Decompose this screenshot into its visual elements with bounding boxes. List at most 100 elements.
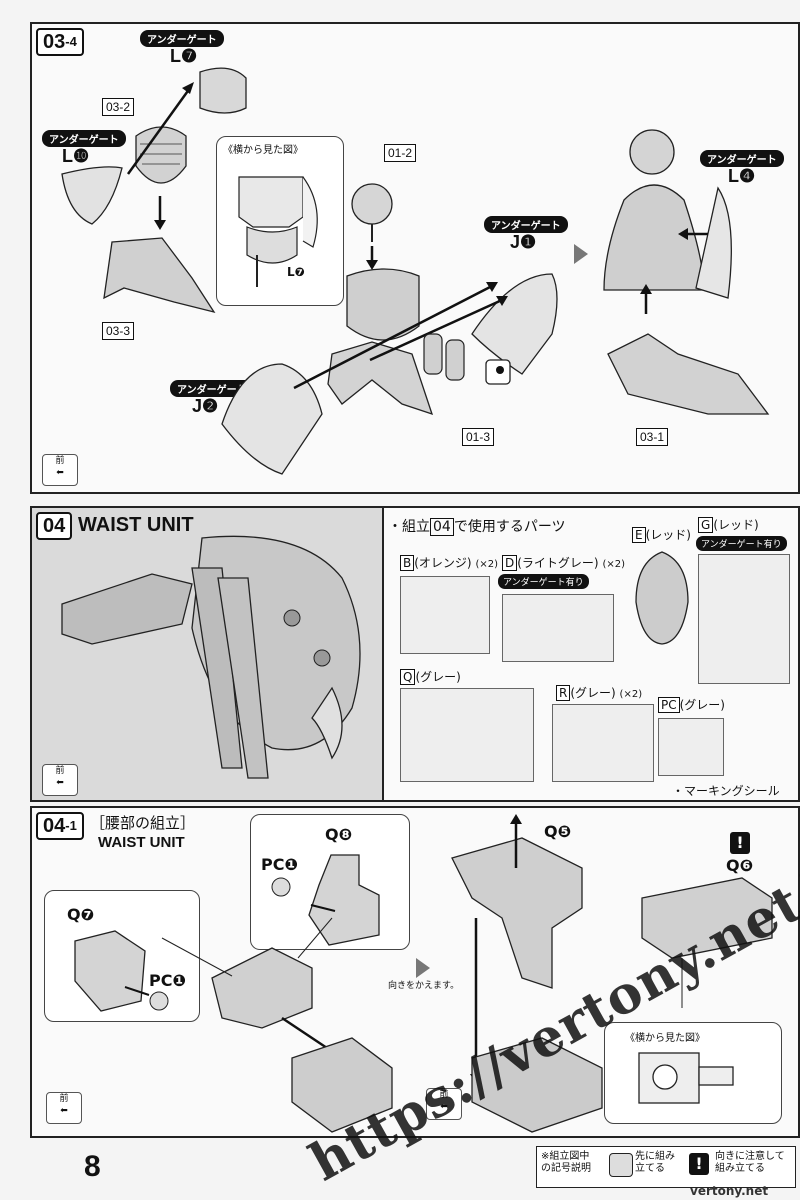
runner-b bbox=[400, 576, 490, 654]
pc1-label-b: PC❶ bbox=[261, 855, 299, 874]
symbol-legend: ※組立図中の記号説明 先に組み立てる ! 向きに注意して組み立てる bbox=[536, 1146, 796, 1188]
runner-color: (ライトグレー) bbox=[517, 556, 599, 570]
runner-label-r: R(グレー) (×2) bbox=[556, 684, 642, 701]
legend-direction-text: 向きに注意して組み立てる bbox=[715, 1151, 785, 1174]
runner-color: (オレンジ) bbox=[414, 556, 472, 570]
side-view-label: 《横から見た図》 bbox=[625, 1033, 705, 1044]
q8-drawing bbox=[271, 854, 380, 946]
gate-code-l7: L❼ bbox=[170, 46, 197, 67]
gate-number: ❿ bbox=[73, 146, 90, 166]
runner-qty: (×2) bbox=[602, 559, 625, 570]
runner-pc bbox=[658, 718, 724, 776]
side-view-l7: L❼ bbox=[287, 265, 305, 279]
front-arrow-icon: ⬅ bbox=[440, 1102, 448, 1112]
runner-code: E bbox=[632, 527, 646, 543]
gate-label-j2: アンダーゲート bbox=[170, 380, 254, 397]
runner-label-d: D(ライトグレー) (×2) bbox=[502, 554, 625, 571]
q7-label: Q❼ bbox=[67, 905, 95, 924]
parts-heading-pre: ・組立 bbox=[388, 519, 430, 535]
legend-title: ※組立図中の記号説明 bbox=[541, 1151, 591, 1174]
q6-label: Q❻ bbox=[726, 856, 754, 875]
runner-r bbox=[552, 704, 654, 782]
runner-d-gate-badge: アンダーゲート有り bbox=[498, 574, 589, 589]
part-ref-03-1: 03-1 bbox=[636, 428, 669, 446]
q5-label: Q❺ bbox=[544, 822, 572, 841]
front-label: 前 bbox=[59, 1094, 69, 1104]
side-view-inset-q6: 《横から見た図》 bbox=[604, 1022, 782, 1124]
front-label: 前 bbox=[55, 456, 65, 466]
page-number: 8 bbox=[84, 1150, 101, 1183]
runner-e-part bbox=[635, 551, 689, 645]
legend-direction-icon: ! bbox=[689, 1153, 709, 1175]
runner-qty: (×2) bbox=[619, 689, 643, 700]
gate-label-l7: アンダーゲート bbox=[140, 30, 224, 47]
gate-label-l4: アンダーゲート bbox=[700, 150, 784, 167]
step-03-4-drawing bbox=[61, 67, 770, 475]
front-arrow-icon: ⬅ bbox=[56, 778, 64, 788]
front-indicator-a: 前 ⬅ bbox=[46, 1092, 82, 1124]
part-ref-03-2: 03-2 bbox=[102, 98, 135, 116]
gate-code-l10: L❿ bbox=[62, 146, 89, 167]
gate-number: ❷ bbox=[202, 396, 219, 416]
runner-qty: (×2) bbox=[475, 559, 498, 570]
runner-color: (レッド) bbox=[713, 518, 759, 532]
gate-number: ❼ bbox=[181, 46, 198, 66]
gate-code-l4: L❹ bbox=[728, 166, 755, 187]
side-view-label: 《横から見た図》 bbox=[223, 145, 303, 156]
gate-number: ❹ bbox=[739, 166, 756, 186]
side-view-inset: 《横から見た図》 L❼ bbox=[216, 136, 344, 306]
step-04-1-panel: 04-1 ［腰部の組立］ WAIST UNIT Q❼ PC❶ Q❽ PC❶ bbox=[30, 806, 800, 1138]
step-sub-number: -4 bbox=[65, 34, 77, 49]
step-03-4-panel: 03-4 アンダーゲート L❼ アンダーゲート L❿ アンダーゲート J❶ アン… bbox=[30, 22, 800, 494]
runner-code: Q bbox=[400, 669, 416, 685]
parts-heading-num: 04 bbox=[430, 518, 454, 536]
turn-note: 向きをかえます。 bbox=[388, 981, 460, 991]
gate-letter: L bbox=[728, 166, 739, 186]
runner-label-pc: PC(グレー) bbox=[658, 696, 725, 713]
runner-code: D bbox=[502, 555, 518, 571]
front-indicator: 前 ⬅ bbox=[42, 454, 78, 486]
step-04-1-title-en: WAIST UNIT bbox=[98, 834, 185, 851]
gate-code-j1: J❶ bbox=[510, 232, 536, 253]
step-sub-number: -1 bbox=[65, 818, 77, 833]
runner-color: (グレー) bbox=[415, 670, 461, 684]
gate-label-l10: アンダーゲート bbox=[42, 130, 126, 147]
gate-letter: J bbox=[510, 232, 521, 252]
step-number: 03 bbox=[43, 31, 66, 53]
front-label: 前 bbox=[439, 1090, 449, 1100]
side-view-drawing bbox=[238, 176, 318, 287]
runner-label-e: E(レッド) bbox=[632, 526, 691, 543]
q7-drawing bbox=[74, 930, 169, 1012]
gate-letter: L bbox=[170, 46, 181, 66]
runner-label-b: B(オレンジ) (×2) bbox=[400, 554, 498, 571]
runner-g bbox=[698, 554, 790, 684]
waist-unit-drawing bbox=[61, 535, 361, 779]
parts-heading-post: で使用するパーツ bbox=[453, 519, 566, 535]
front-arrow-icon: ⬅ bbox=[56, 468, 64, 478]
step-04-1-drawing bbox=[161, 814, 773, 1133]
gate-label-j1: アンダーゲート bbox=[484, 216, 568, 233]
runner-color: (レッド) bbox=[645, 528, 691, 542]
runner-g-gate-badge: アンダーゲート有り bbox=[696, 536, 787, 551]
q8-inset: Q❽ PC❶ bbox=[250, 814, 410, 950]
gate-letter: J bbox=[192, 396, 203, 416]
runner-code: R bbox=[556, 685, 571, 701]
step-number: 04 bbox=[43, 815, 66, 837]
runner-color: (グレー) bbox=[570, 686, 616, 700]
runner-label-q: Q(グレー) bbox=[400, 668, 461, 685]
side-view-q6-drawing bbox=[638, 1052, 734, 1104]
step-tag-04: 04 bbox=[36, 512, 73, 540]
runner-d bbox=[502, 594, 614, 662]
runner-label-g: G(レッド) bbox=[698, 516, 759, 533]
pc1-label-a: PC❶ bbox=[149, 971, 187, 990]
front-arrow-icon: ⬅ bbox=[60, 1106, 68, 1116]
runner-code: B bbox=[400, 555, 415, 571]
gate-number: ❶ bbox=[520, 232, 537, 252]
step-tag-04-1: 04-1 bbox=[36, 812, 84, 840]
part-ref-03-3: 03-3 bbox=[102, 322, 135, 340]
watermark-footer: vertony.net bbox=[690, 1184, 769, 1198]
waist-unit-title: WAIST UNIT bbox=[78, 514, 194, 536]
caution-icon: ! bbox=[730, 832, 750, 854]
